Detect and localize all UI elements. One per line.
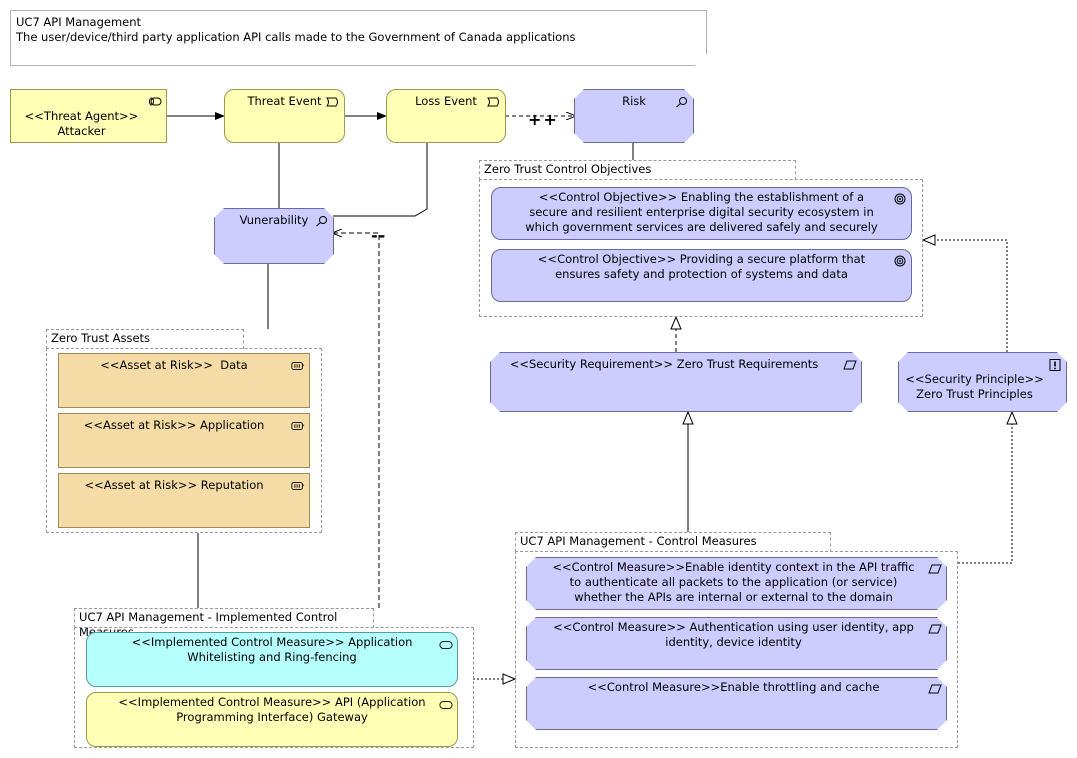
influence-plus-label: ++ bbox=[528, 110, 559, 129]
link-principle-objectives bbox=[923, 240, 1008, 352]
control-objective-1-label: <<Control Objective>> Enabling the estab… bbox=[525, 190, 878, 234]
implemented-measure-1-label: <<Implemented Control Measure>> Applicat… bbox=[131, 635, 413, 664]
risk-node[interactable]: Risk bbox=[574, 89, 694, 143]
process-pill-icon bbox=[439, 641, 453, 649]
control-measure-2[interactable]: <<Control Measure>> Authentication using… bbox=[526, 617, 947, 670]
implemented-group[interactable] bbox=[74, 627, 474, 748]
threat-event-label: Threat Event bbox=[247, 94, 322, 108]
link-implemented-vuln bbox=[333, 233, 380, 608]
security-requirement-label: <<Security Requirement>> Zero Trust Requ… bbox=[509, 357, 819, 371]
control-measure-3[interactable]: <<Control Measure>>Enable throttling and… bbox=[526, 677, 947, 730]
resource-icon bbox=[291, 362, 305, 370]
control-objective-1[interactable]: <<Control Objective>> Enabling the estab… bbox=[491, 187, 912, 240]
security-requirement-node[interactable]: <<Security Requirement>> Zero Trust Requ… bbox=[490, 352, 862, 412]
note-subtitle: The user/device/third party application … bbox=[16, 30, 576, 44]
threat-agent-node[interactable]: <<Threat Agent>> Attacker bbox=[10, 89, 167, 143]
objectives-group[interactable] bbox=[479, 179, 923, 317]
goal-target-icon bbox=[894, 193, 906, 205]
assets-group-title: Zero Trust Assets bbox=[46, 329, 244, 349]
note-title: UC7 API Management bbox=[16, 15, 142, 29]
measures-group[interactable] bbox=[515, 551, 958, 748]
implemented-group-title: UC7 API Management - Implemented Control… bbox=[74, 608, 374, 639]
asset-application[interactable]: <<Asset at Risk>> Application bbox=[58, 413, 310, 468]
diagram-note: UC7 API Management The user/device/third… bbox=[10, 10, 707, 66]
requirement-parallelogram-icon bbox=[843, 359, 857, 371]
implemented-measure-1[interactable]: <<Implemented Control Measure>> Applicat… bbox=[86, 632, 458, 687]
link-loss-vuln bbox=[333, 143, 428, 217]
asset-application-label: <<Asset at Risk>> Application bbox=[83, 418, 265, 432]
control-objective-2[interactable]: <<Control Objective>> Providing a secure… bbox=[491, 249, 912, 302]
asset-reputation-label: <<Asset at Risk>> Reputation bbox=[84, 478, 264, 492]
measures-group-title: UC7 API Management - Control Measures bbox=[515, 532, 831, 552]
control-objective-2-label: <<Control Objective>> Providing a secure… bbox=[537, 252, 866, 281]
actor-role-icon bbox=[149, 97, 162, 106]
asset-reputation[interactable]: <<Asset at Risk>> Reputation bbox=[58, 473, 310, 528]
security-principle-label: <<Security Principle>> Zero Trust Princi… bbox=[905, 372, 1044, 401]
resource-icon bbox=[291, 482, 305, 490]
event-icon bbox=[326, 97, 338, 107]
assets-group[interactable] bbox=[46, 348, 322, 533]
principle-exclamation-icon bbox=[1048, 359, 1062, 371]
control-measure-2-label: <<Control Measure>> Authentication using… bbox=[553, 620, 914, 649]
assessment-magnifier-icon bbox=[675, 96, 689, 108]
vulnerability-label: Vunerability bbox=[239, 213, 309, 227]
loss-event-label: Loss Event bbox=[415, 94, 477, 108]
control-measure-3-label: <<Control Measure>>Enable throttling and… bbox=[587, 680, 880, 694]
control-measure-1-label: <<Control Measure>>Enable identity conte… bbox=[552, 560, 915, 604]
threat-agent-label: <<Threat Agent>> Attacker bbox=[24, 109, 139, 138]
risk-label: Risk bbox=[622, 94, 646, 108]
process-pill-icon bbox=[439, 701, 453, 709]
control-measure-1[interactable]: <<Control Measure>>Enable identity conte… bbox=[526, 557, 947, 610]
requirement-parallelogram-icon bbox=[928, 563, 942, 575]
event-icon bbox=[487, 97, 499, 107]
resource-icon bbox=[291, 422, 305, 430]
requirement-parallelogram-icon bbox=[928, 683, 942, 695]
security-principle-node[interactable]: <<Security Principle>> Zero Trust Princi… bbox=[898, 352, 1067, 412]
assessment-magnifier-icon bbox=[315, 215, 329, 227]
link-measures-principle bbox=[958, 412, 1012, 564]
requirement-parallelogram-icon bbox=[928, 623, 942, 635]
goal-target-icon bbox=[894, 255, 906, 267]
implemented-measure-2[interactable]: <<Implemented Control Measure>> API (App… bbox=[86, 692, 458, 747]
influence-minus-label: -- bbox=[371, 226, 387, 245]
vulnerability-node[interactable]: Vunerability bbox=[214, 208, 334, 264]
loss-event-node[interactable]: Loss Event bbox=[386, 89, 506, 143]
asset-data-label: <<Asset at Risk>> Data bbox=[100, 358, 248, 372]
objectives-group-title: Zero Trust Control Objectives bbox=[479, 160, 796, 180]
threat-event-node[interactable]: Threat Event bbox=[224, 89, 345, 143]
implemented-measure-2-label: <<Implemented Control Measure>> API (App… bbox=[118, 695, 426, 724]
asset-data[interactable]: <<Asset at Risk>> Data bbox=[58, 353, 310, 408]
